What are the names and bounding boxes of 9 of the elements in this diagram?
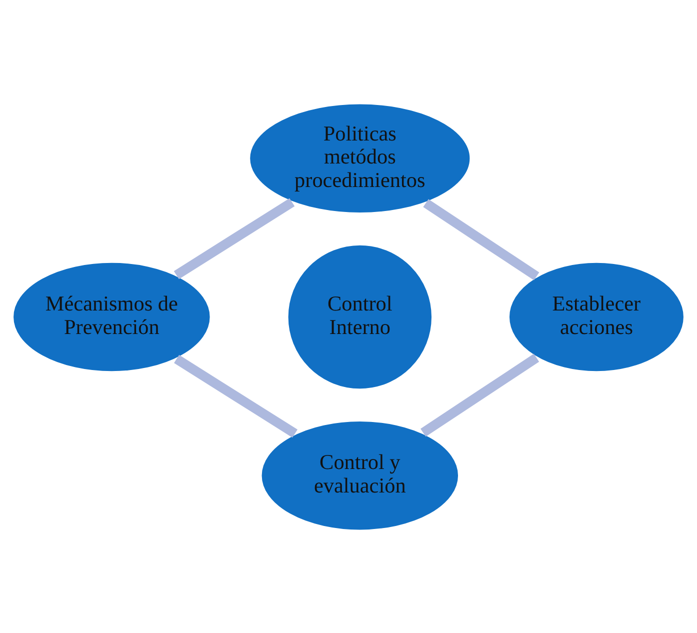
node-ellipse: Control y evaluación bbox=[260, 418, 460, 532]
connector bbox=[174, 198, 295, 279]
connector bbox=[174, 354, 298, 438]
node-ellipse: Mécanismos de Prevención bbox=[11, 260, 212, 373]
node-ellipse: Politicas metódos procedimientos bbox=[248, 102, 472, 214]
connector bbox=[423, 198, 540, 280]
node-circle: Control Interno bbox=[286, 242, 434, 390]
node-ellipse: Establecer acciones bbox=[507, 260, 686, 373]
connector bbox=[420, 353, 540, 436]
